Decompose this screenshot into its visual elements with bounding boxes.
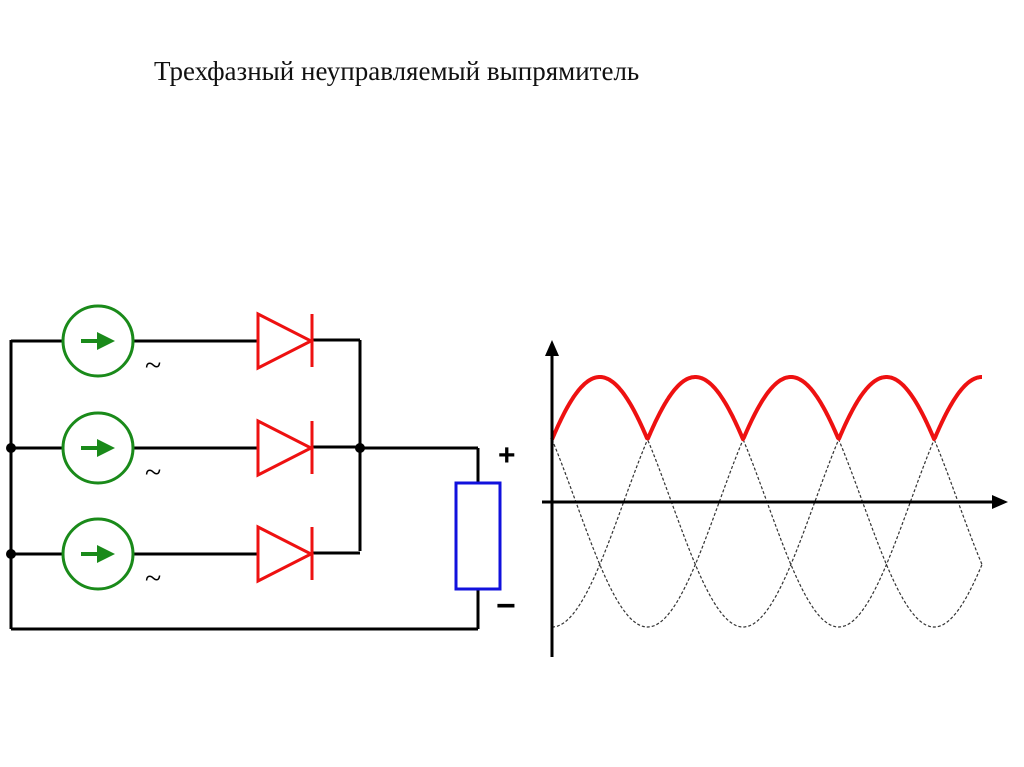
diode-icon xyxy=(256,524,315,584)
source-arrow-head xyxy=(97,439,115,457)
phase-voltage-curve xyxy=(551,376,983,628)
diode-icon xyxy=(256,311,315,371)
source-arrow-head xyxy=(97,545,115,563)
diode-triangle xyxy=(256,418,315,478)
minus-label: − xyxy=(496,587,516,625)
phase-row: ~ xyxy=(11,304,360,382)
rectified-output-curve xyxy=(550,375,983,442)
phase-row: ~ xyxy=(11,411,360,489)
arrow-right-icon xyxy=(992,495,1008,509)
arrow-up-icon xyxy=(545,340,559,356)
diode-triangle xyxy=(256,524,315,584)
junction-dot xyxy=(6,549,16,559)
ac-tilde-label: ~ xyxy=(145,456,161,489)
phase-rows: ~ ~ ~ xyxy=(11,304,360,595)
phase-row: ~ xyxy=(11,517,360,595)
junction-dot xyxy=(355,443,365,453)
junction-dot xyxy=(6,443,16,453)
ac-tilde-label: ~ xyxy=(145,562,161,595)
diode-icon xyxy=(256,418,315,478)
diode-triangle xyxy=(256,311,315,371)
ac-voltage-source-icon xyxy=(61,411,135,485)
ac-voltage-source-icon xyxy=(61,517,135,591)
ac-voltage-source-icon xyxy=(61,304,135,378)
ac-tilde-label: ~ xyxy=(145,349,161,382)
resistor-icon xyxy=(454,481,502,591)
slide-title: Трехфазный неуправляемый выпрямитель xyxy=(154,56,640,86)
source-arrow-head xyxy=(97,332,115,350)
plus-label: + xyxy=(498,439,516,472)
